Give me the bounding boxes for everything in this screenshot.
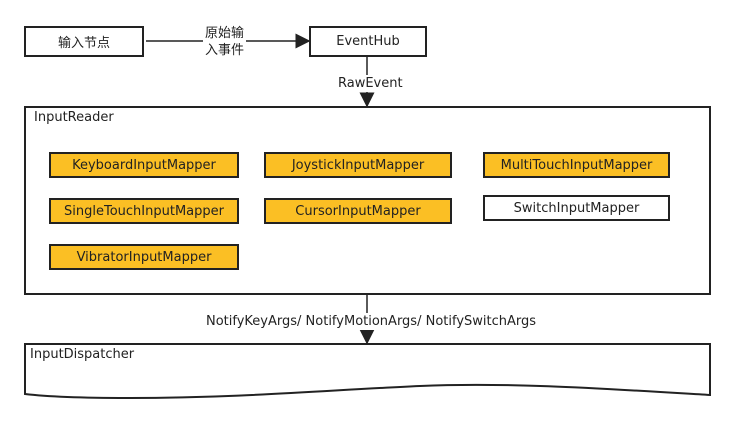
keyboard-input-mapper: KeyboardInputMapper xyxy=(49,152,239,178)
mapper-label: SingleTouchInputMapper xyxy=(64,203,224,219)
cursor-input-mapper: CursorInputMapper xyxy=(264,198,452,224)
raw-event-label: RawEvent xyxy=(335,75,406,92)
mapper-label: MultiTouchInputMapper xyxy=(500,157,653,173)
input-dispatcher-shape xyxy=(24,343,711,400)
mapper-label: VibratorInputMapper xyxy=(76,249,212,265)
input-node-box: 输入节点 xyxy=(24,26,144,57)
singletouch-input-mapper: SingleTouchInputMapper xyxy=(49,198,239,224)
raw-input-event-label: 原始输 入事件 xyxy=(203,24,247,60)
joystick-input-mapper: JoystickInputMapper xyxy=(264,152,452,178)
mapper-label: CursorInputMapper xyxy=(295,203,421,219)
event-hub-box: EventHub xyxy=(309,26,427,57)
vibrator-input-mapper: VibratorInputMapper xyxy=(49,244,239,270)
event-hub-label: EventHub xyxy=(336,34,400,49)
mapper-label: JoystickInputMapper xyxy=(291,157,425,173)
mapper-label: KeyboardInputMapper xyxy=(72,157,216,173)
mapper-label: SwitchInputMapper xyxy=(513,200,640,216)
input-reader-title: InputReader xyxy=(34,110,114,125)
switch-input-mapper: SwitchInputMapper xyxy=(483,195,670,221)
notify-args-label: NotifyKeyArgs/ NotifyMotionArgs/ NotifyS… xyxy=(204,313,539,330)
multitouch-input-mapper: MultiTouchInputMapper xyxy=(483,152,670,178)
raw-input-event-line-1: 原始输 xyxy=(205,26,245,41)
input-node-label: 输入节点 xyxy=(57,36,110,51)
input-dispatcher-title: InputDispatcher xyxy=(30,347,135,362)
raw-input-event-line-2: 入事件 xyxy=(205,43,245,58)
